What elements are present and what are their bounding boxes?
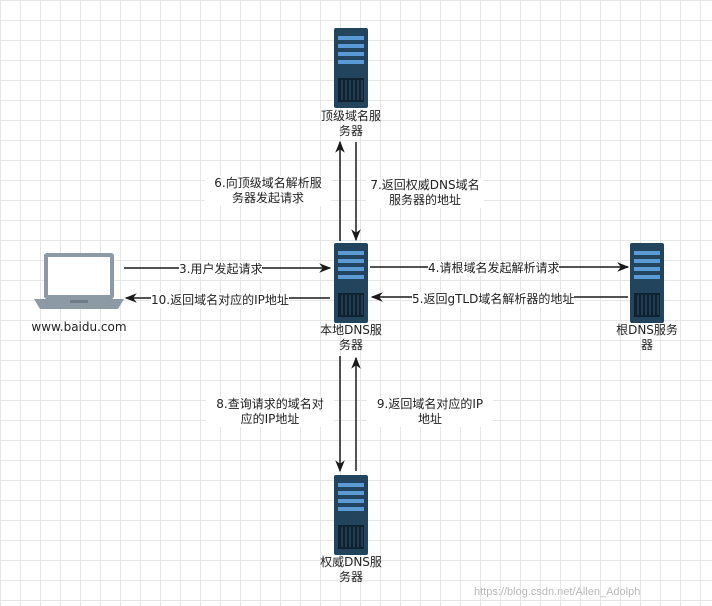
watermark: https://blog.csdn.net/Allen_Adolph: [474, 586, 641, 598]
client-label-text: www.baidu.com: [31, 320, 127, 334]
edge-label-7-line2: 服务器的地址: [388, 193, 461, 207]
edge-label-4: 4.请根域名发起解析请求: [428, 261, 560, 276]
laptop-icon: [34, 253, 124, 309]
edge-label-8-line2: 应的IP地址: [240, 412, 300, 426]
auth-dns-label-line2: 务器: [338, 570, 363, 584]
auth-dns-server-icon: [333, 474, 369, 556]
edge-label-10: 10.返回域名对应的IP地址: [151, 293, 289, 308]
auth-dns-label: 权威DNS服 务器: [306, 555, 396, 585]
edge-label-8-line1: 8.查询请求的域名对: [216, 397, 324, 411]
root-dns-label-line2: 器: [640, 338, 653, 352]
root-dns-server-icon: [629, 242, 665, 324]
edge-label-7-line1: 7.返回权威DNS域名: [370, 178, 480, 192]
edge-label-6: 6.向顶级域名解析服 务器发起请求: [205, 176, 331, 206]
tld-server-label: 顶级域名服 务器: [306, 109, 396, 139]
tld-server-label-line1: 顶级域名服: [320, 109, 381, 123]
edge-label-6-line1: 6.向顶级域名解析服: [214, 176, 322, 190]
root-dns-label-line1: 根DNS服务: [616, 323, 678, 337]
local-dns-label-line1: 本地DNS服: [320, 323, 382, 337]
edge-label-9-line1: 9.返回域名对应的IP: [376, 397, 484, 411]
edge-label-6-line2: 务器发起请求: [231, 191, 304, 205]
auth-dns-label-line1: 权威DNS服: [320, 555, 382, 569]
edge-label-9-line2: 地址: [417, 412, 442, 426]
local-dns-server-icon: [333, 242, 369, 324]
local-dns-label-line2: 务器: [338, 338, 363, 352]
root-dns-label: 根DNS服务 器: [602, 323, 692, 353]
edge-label-3: 3.用户发起请求: [179, 262, 263, 277]
edge-label-8: 8.查询请求的域名对 应的IP地址: [206, 397, 334, 427]
tld-server-icon: [333, 27, 369, 109]
local-dns-label: 本地DNS服 务器: [306, 323, 396, 353]
client-label: www.baidu.com: [20, 320, 138, 335]
edge-label-5: 5.返回gTLD域名解析器的地址: [412, 292, 575, 307]
edge-label-7: 7.返回权威DNS域名 服务器的地址: [366, 178, 484, 208]
tld-server-label-line2: 务器: [338, 124, 363, 138]
edge-label-9: 9.返回域名对应的IP 地址: [367, 397, 493, 427]
